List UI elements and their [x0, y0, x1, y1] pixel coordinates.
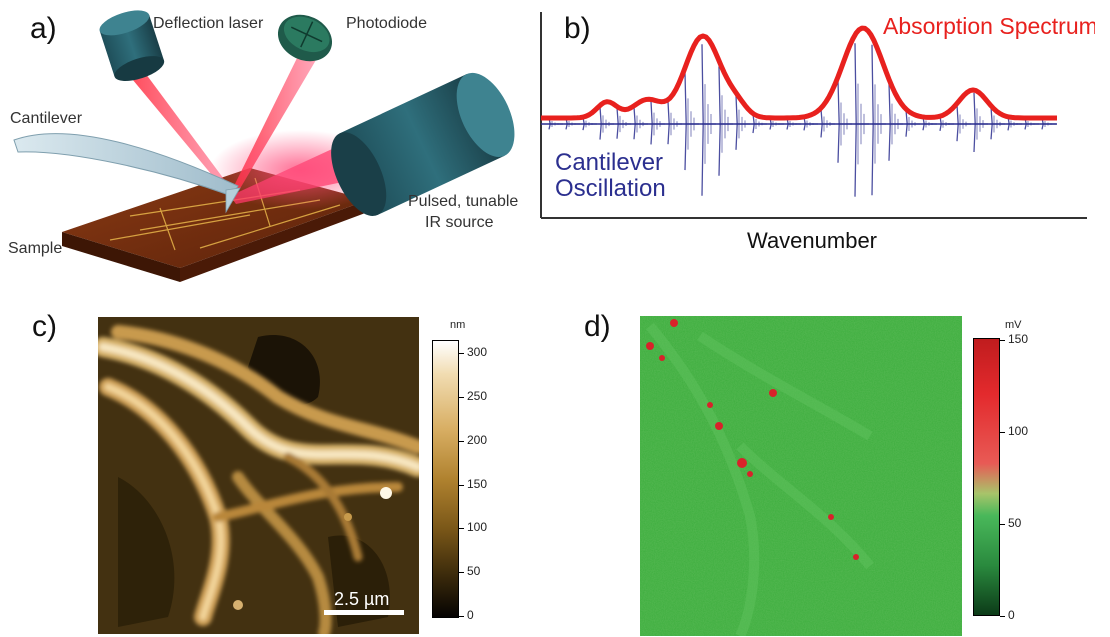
colorbar-tick-label: 0 — [1008, 608, 1015, 622]
spectrum-plot: Absorption Spectrum Cantilever Oscillati… — [540, 12, 1095, 253]
label-sample: Sample — [8, 240, 63, 257]
colorbar-c-unit: nm — [450, 319, 466, 331]
colorbar-tick-mark — [1000, 340, 1005, 341]
oscillation-burst — [718, 66, 733, 176]
oscillation-burst — [599, 106, 614, 140]
colorbar-c — [432, 340, 459, 618]
colorbar-tick-label: 200 — [467, 432, 488, 447]
oscillation-burst — [650, 101, 665, 145]
oscillation-burst — [888, 83, 903, 161]
oscillation-burst — [752, 113, 767, 134]
colorbar-tick-label: 50 — [467, 564, 481, 579]
oscillation-burst — [854, 43, 869, 197]
scale-bar-label: 2.5 µm — [334, 589, 389, 609]
ir-amplitude-map — [640, 316, 962, 636]
oscillation-burst — [871, 44, 886, 196]
label-ir-source-line2: IR source — [425, 214, 494, 231]
oscillation-burst — [701, 44, 716, 196]
oscillation-burst — [633, 107, 648, 140]
oscillation-burst — [667, 101, 682, 145]
oscillation-burst — [956, 104, 971, 142]
colorbar-tick-label: 250 — [467, 388, 488, 403]
colorbar-d-unit: mV — [1005, 319, 1022, 331]
colorbar-tick-mark — [459, 572, 464, 574]
colorbar-tick-label: 50 — [1008, 516, 1022, 530]
panel-b-letter: b) — [564, 12, 591, 45]
colorbar-tick-mark — [1000, 616, 1005, 617]
scale-bar — [324, 610, 404, 615]
cantilever-oscillation-traces — [541, 43, 1057, 197]
topography-image: 2.5 µm — [98, 317, 419, 634]
label-cantilever: Cantilever — [10, 110, 83, 127]
label-deflection-laser: Deflection laser — [153, 15, 264, 32]
deflection-laser-cylinder — [99, 10, 165, 81]
panel-a-letter: a) — [30, 12, 57, 45]
oscillation-burst — [582, 117, 597, 131]
colorbar-tick-mark — [459, 616, 464, 617]
colorbar-d — [973, 338, 1000, 616]
oscillation-burst — [803, 116, 818, 131]
oscillation-burst — [735, 95, 750, 150]
label-photodiode: Photodiode — [346, 15, 427, 32]
label-ir-source-line1: Pulsed, tunable — [408, 193, 519, 210]
ir-source-cylinder — [331, 72, 515, 216]
oscillation-burst — [990, 106, 1005, 140]
colorbar-tick-label: 100 — [1008, 424, 1029, 438]
oscillation-burst — [684, 72, 699, 171]
colorbar-tick-mark — [459, 528, 464, 530]
colorbar-tick-label: 150 — [467, 476, 488, 491]
deflection-beam — [118, 62, 232, 192]
panel-d-letter: d) — [584, 310, 611, 343]
oscillation-label-line2: Oscillation — [555, 175, 666, 202]
absorption-label: Absorption Spectrum — [883, 13, 1095, 39]
colorbar-tick-label: 0 — [467, 608, 474, 622]
absorption-spectrum-curve — [541, 25, 1057, 121]
oscillation-burst — [973, 92, 988, 153]
colorbar-tick-mark — [459, 353, 464, 354]
colorbar-tick-label: 150 — [1008, 332, 1029, 346]
colorbar-tick-mark — [1000, 432, 1005, 433]
hotspots — [646, 319, 859, 560]
oscillation-burst — [820, 109, 835, 138]
oscillation-burst — [939, 116, 954, 131]
colorbar-tick-label: 300 — [467, 345, 488, 359]
oscillation-label-line1: Cantilever — [555, 149, 663, 176]
colorbar-tick-label: 100 — [467, 520, 488, 535]
colorbar-tick-mark — [459, 396, 464, 398]
oscillation-burst — [905, 109, 920, 137]
panel-c-letter: c) — [32, 310, 57, 343]
cantilever-tip — [225, 187, 241, 214]
afm-ir-setup-illustration — [13, 10, 515, 282]
colorbar-tick-mark — [459, 440, 464, 442]
colorbar-tick-mark — [459, 484, 464, 486]
colorbar-tick-mark — [1000, 524, 1005, 525]
photodiode-device — [277, 14, 333, 62]
oscillation-burst — [837, 80, 852, 163]
oscillation-burst — [616, 107, 631, 139]
x-axis-label: Wavenumber — [747, 228, 877, 253]
